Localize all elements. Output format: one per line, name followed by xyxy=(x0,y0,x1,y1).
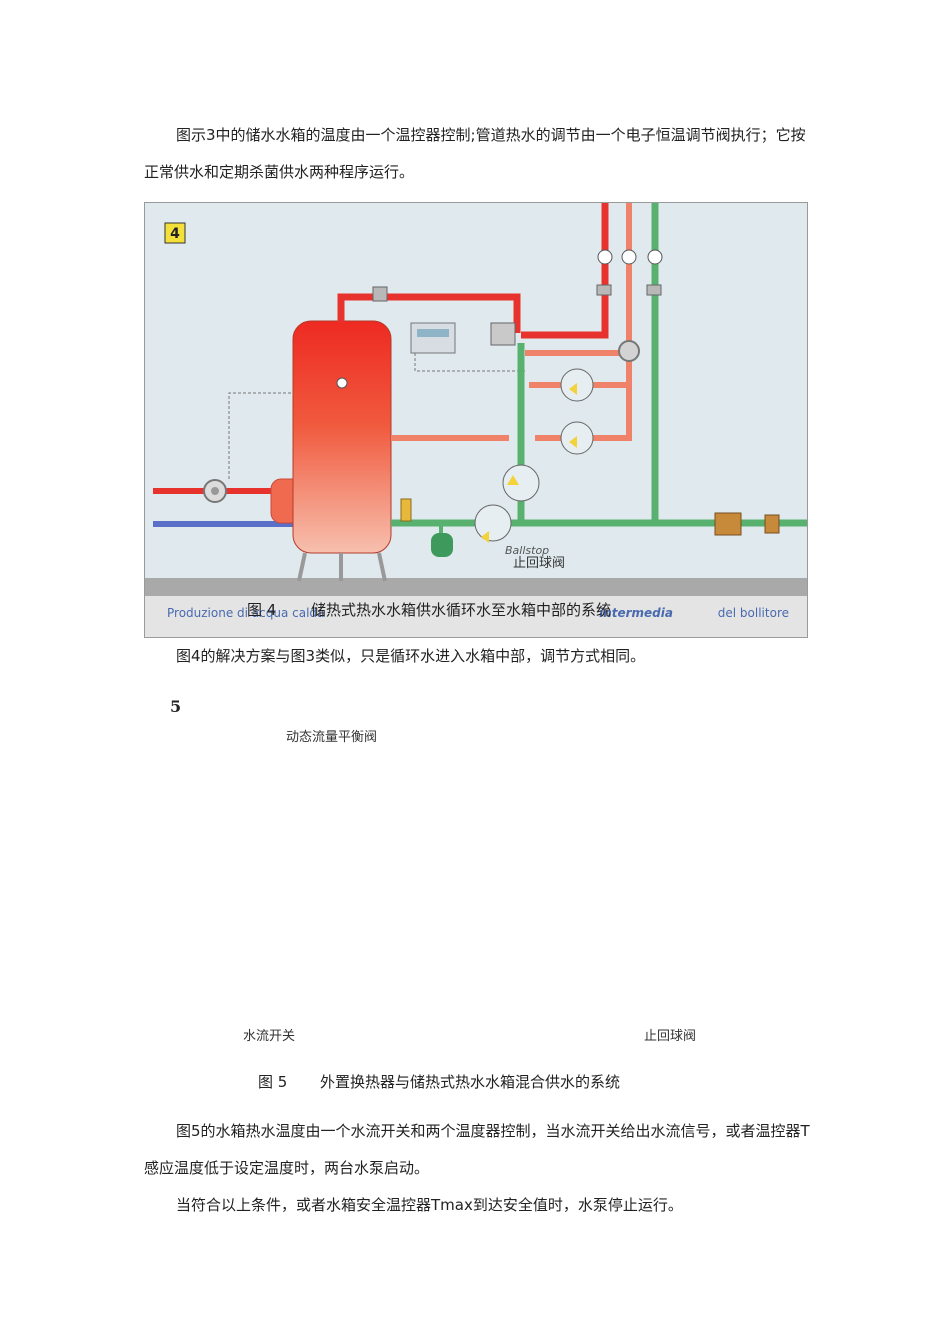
figure-5-description: 图5的水箱热水温度由一个水流开关和两个温度器控制，当水流开关给出水流信号，或者温… xyxy=(144,1113,812,1187)
control-wire xyxy=(228,392,291,481)
gauge-icon xyxy=(597,249,613,265)
figure-badge-number: 4 xyxy=(170,226,180,242)
system-diagram: 4 xyxy=(145,203,807,637)
stop-condition-text: 当符合以上条件，或者水箱安全温控器Tmax到达安全值时，水泵停止运行。 xyxy=(176,1196,683,1214)
figure-badge xyxy=(164,222,186,244)
gauge-icon xyxy=(647,249,663,265)
electronic-controller xyxy=(410,322,456,354)
check-valve-icon xyxy=(502,464,540,502)
italian-caption-bold: intermedia xyxy=(599,606,673,620)
controller-wire xyxy=(414,353,525,372)
ballstop-label: Ballstop xyxy=(505,544,549,557)
figure-4-description: 图4的解决方案与图3类似，只是循环水进入水箱中部，调节方式相同。 xyxy=(144,638,812,675)
flow-arrow-icon xyxy=(481,531,489,543)
safety-valve xyxy=(400,498,412,522)
controller-display xyxy=(417,329,449,337)
figure-5-description-text: 图5的水箱热水温度由一个水流开关和两个温度器控制，当水流开关给出水流信号，或者温… xyxy=(144,1122,810,1177)
expansion-vessel xyxy=(431,533,453,557)
hot-outlet-pipe xyxy=(337,293,521,333)
return-pipe-a xyxy=(525,203,632,356)
figure-4-caption-number: 图 4 xyxy=(247,601,276,619)
strainer xyxy=(764,514,780,534)
italian-caption-end: del bollitore xyxy=(718,606,789,620)
return-pump-icon xyxy=(618,340,640,362)
check-valve-label: 止回球阀 xyxy=(513,556,565,571)
flow-arrow-icon xyxy=(569,383,577,395)
intro-paragraph: 图示3中的储水水箱的温度由一个温控器控制;管道热水的调节由一个电子恒温调节阀执行… xyxy=(144,117,812,191)
figure-4-diagram: 4 xyxy=(144,202,808,638)
figure-5-caption-number: 图 5 xyxy=(258,1073,288,1091)
balance-valve-label: 动态流量平衡阀 xyxy=(286,730,378,745)
floor xyxy=(145,578,807,596)
gauge-icon xyxy=(621,249,637,265)
flow-arrow-icon xyxy=(569,436,577,448)
backflow-preventer xyxy=(714,512,742,536)
check-valve-icon xyxy=(474,504,512,542)
figure-4-caption-text: 储热式热水水箱供水循环水至水箱中部的系统 xyxy=(311,601,611,619)
figure-4-description-text: 图4的解决方案与图3类似，只是循环水进入水箱中部，调节方式相同。 xyxy=(176,647,646,665)
valve xyxy=(646,284,662,296)
caption-band xyxy=(145,596,807,637)
storage-tank xyxy=(292,320,392,554)
intro-paragraph-text: 图示3中的储水水箱的温度由一个温控器控制;管道热水的调节由一个电子恒温调节阀执行… xyxy=(144,126,806,181)
mixing-valve-actuator xyxy=(490,322,516,346)
flow-arrow-icon xyxy=(507,475,519,485)
valve xyxy=(596,284,612,296)
hot-supply-pipe xyxy=(521,203,609,339)
flow-switch-label: 水流开关 xyxy=(243,1029,296,1044)
tank-leg xyxy=(377,552,387,582)
tank-leg xyxy=(297,552,307,582)
tank-thermometer-icon xyxy=(336,377,348,389)
figure-5-caption-text: 外置换热器与储热式热水水箱混合供水的系统 xyxy=(320,1073,621,1091)
pump-hub-icon xyxy=(211,487,219,495)
check-valve-label-fig5: 止回球阀 xyxy=(644,1029,697,1044)
italian-caption-start: Produzione di acqua calda xyxy=(167,606,324,620)
outlet-valve xyxy=(372,286,388,302)
figure-5-number: 5 xyxy=(170,697,182,716)
stop-condition-paragraph: 当符合以上条件，或者水箱安全温控器Tmax到达安全值时，水泵停止运行。 xyxy=(144,1187,812,1224)
